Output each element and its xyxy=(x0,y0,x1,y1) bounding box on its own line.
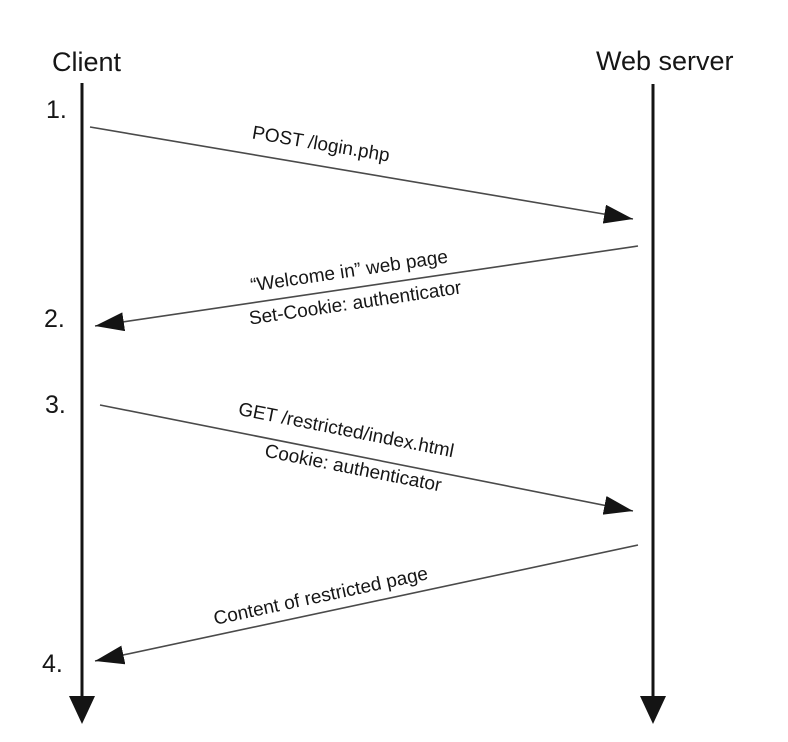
message-1-arrow xyxy=(89,126,634,224)
message-2-arrow xyxy=(94,245,639,332)
client-lifeline-down-arrow-icon xyxy=(69,696,95,724)
message-4-arrow xyxy=(94,544,639,665)
step-number-3: 3. xyxy=(45,391,66,419)
message-1-label: POST /login.php xyxy=(251,123,392,167)
server-lifeline-down-arrow-icon xyxy=(640,696,666,724)
actor-server-label: Web server xyxy=(596,46,734,76)
actor-client-label: Client xyxy=(52,47,122,77)
step-number-2: 2. xyxy=(44,305,65,333)
message-3-arrow xyxy=(99,404,634,515)
step-number-4: 4. xyxy=(42,650,63,678)
step-number-1: 1. xyxy=(46,96,67,124)
